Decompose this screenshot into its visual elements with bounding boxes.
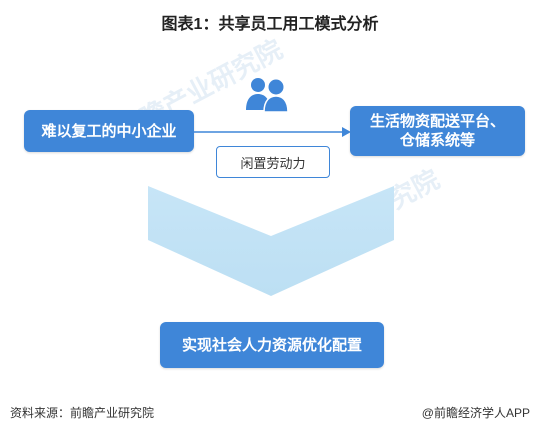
- node-outcome-label: 实现社会人力资源优化配置: [181, 336, 362, 354]
- node-outcome: 实现社会人力资源优化配置: [160, 322, 384, 368]
- people-icon: [246, 78, 289, 113]
- brand-note: @前瞻经济学人APP: [421, 406, 530, 420]
- idle-labor-label: 闲置劳动力: [216, 146, 330, 178]
- down-chevron-icon: [148, 186, 394, 296]
- node-platform-line2: 仓储系统等: [399, 132, 475, 149]
- node-sme: 难以复工的中小企业: [24, 110, 194, 152]
- arrow-right-icon: [194, 127, 351, 137]
- node-platform: 生活物资配送平台、 仓储系统等: [350, 106, 525, 156]
- node-sme-label: 难以复工的中小企业: [41, 122, 177, 140]
- source-note: 资料来源：前瞻产业研究院: [10, 406, 155, 420]
- node-platform-line1: 生活物资配送平台、: [369, 113, 505, 130]
- figure-title: 图表1：共享员工用工模式分析: [161, 16, 379, 33]
